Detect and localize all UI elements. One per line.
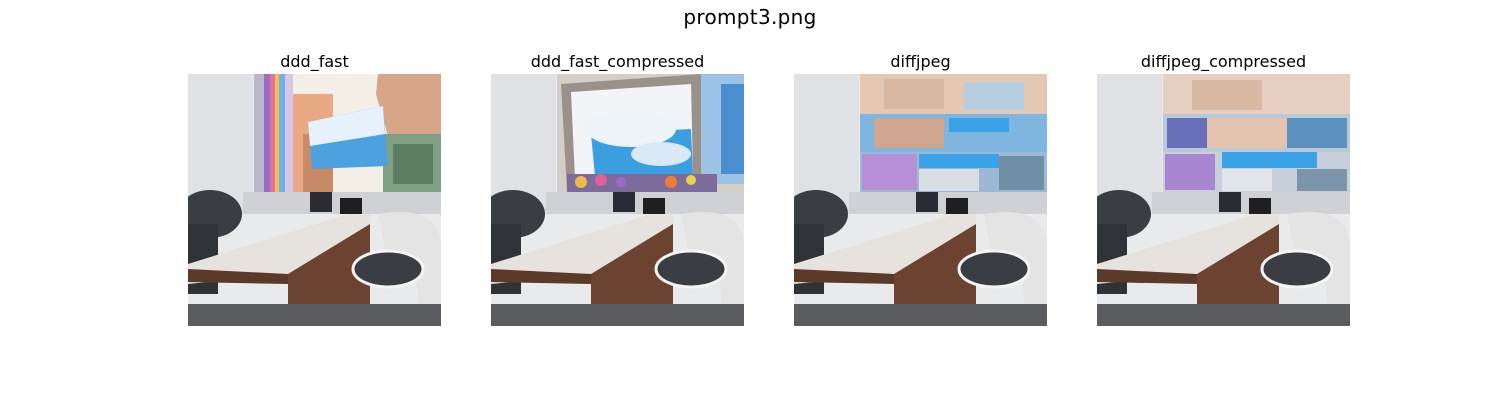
panel-image (491, 74, 744, 326)
panel-title: ddd_fast (280, 52, 349, 71)
panel-title: diffjpeg_compressed (1140, 52, 1307, 71)
panel-image (794, 74, 1047, 326)
panel-title: ddd_fast_compressed (530, 52, 705, 71)
office-scene-image (794, 74, 1047, 326)
office-scene-image (188, 74, 441, 326)
office-scene-image (1097, 74, 1350, 326)
panel-image (1097, 74, 1350, 326)
panel-image (188, 74, 441, 326)
panel-title: diffjpeg (890, 52, 951, 71)
panel-ddd-fast: ddd_fast (188, 50, 441, 326)
office-scene-image (491, 74, 744, 326)
panel-ddd-fast-compressed: ddd_fast_compressed (491, 50, 744, 326)
panel-diffjpeg-compressed: diffjpeg_compressed (1097, 50, 1350, 326)
panel-diffjpeg: diffjpeg (794, 50, 1047, 326)
figure-title: prompt3.png (683, 5, 817, 29)
